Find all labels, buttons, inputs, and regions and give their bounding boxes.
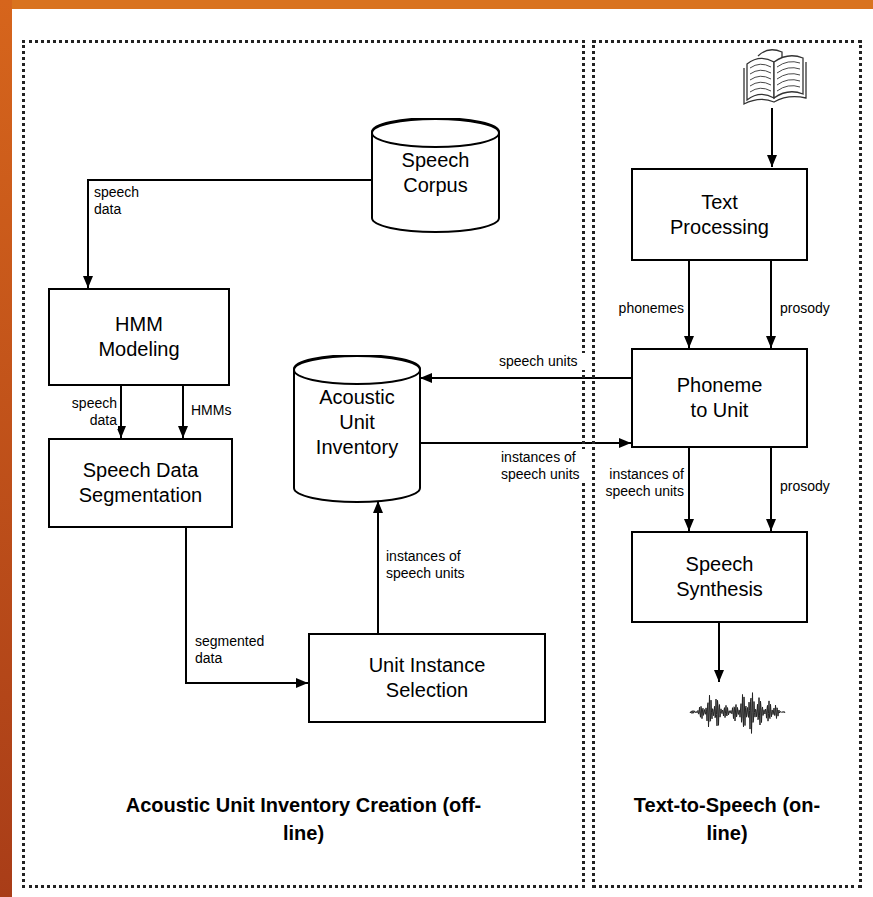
node-label: Acoustic Unit Inventory	[299, 385, 415, 460]
cylinder-body	[294, 355, 420, 502]
flow-arrow	[770, 261, 772, 348]
slide-frame-left	[0, 0, 12, 897]
edge-label: prosody	[779, 300, 851, 317]
node-label: Speech Synthesis	[665, 552, 775, 602]
flow-arrow	[420, 442, 631, 444]
node-label: HMM Modeling	[79, 312, 199, 362]
region-panel: Text ProcessingPhoneme to UnitSpeech Syn…	[592, 40, 862, 888]
node-label: Speech Corpus	[386, 148, 486, 198]
edge-label: speech data	[54, 395, 118, 429]
process-box: HMM Modeling	[48, 288, 230, 386]
cylinder-top	[372, 119, 499, 147]
flow-arrow	[182, 386, 184, 438]
edge-label: HMMs	[190, 402, 252, 419]
slide-frame-top	[0, 0, 873, 9]
cylinder-top	[294, 356, 420, 384]
flow-arrow	[120, 386, 122, 438]
edge-label: instances of speech units	[500, 449, 587, 483]
flow-arrow	[420, 377, 631, 379]
flow-arrow	[377, 501, 379, 633]
edge-label: speech data	[93, 184, 155, 218]
edge-label: instances of speech units	[597, 466, 685, 500]
process-box: Speech Synthesis	[631, 531, 808, 623]
flow-arrow	[88, 180, 372, 288]
edge-label: prosody	[779, 478, 851, 495]
edge-label: instances of speech units	[385, 548, 487, 582]
node-label: Unit Instance Selection	[357, 653, 497, 703]
region-heading: Acoustic Unit Inventory Creation (off-li…	[114, 791, 494, 847]
node-label: Speech Data Segmentation	[66, 458, 216, 508]
database-cylinder: Speech Corpus	[371, 118, 500, 233]
input-arrow	[771, 108, 773, 167]
node-label: Text Processing	[665, 190, 775, 240]
process-box: Speech Data Segmentation	[48, 438, 233, 528]
edge-label: segmented data	[194, 633, 296, 667]
cylinder-body	[372, 118, 499, 232]
edge-label: phonemes	[597, 300, 685, 317]
book-icon	[744, 50, 806, 104]
process-box: Text Processing	[631, 168, 808, 261]
process-box: Unit Instance Selection	[308, 633, 546, 723]
process-box: Phoneme to Unit	[631, 348, 808, 448]
database-cylinder: Acoustic Unit Inventory	[293, 355, 421, 503]
output-arrow	[718, 623, 720, 682]
flow-arrow	[688, 448, 690, 531]
node-label: Phoneme to Unit	[670, 373, 770, 423]
flow-arrow	[770, 448, 772, 531]
flow-arrow	[186, 528, 308, 683]
edge-label: speech units	[498, 353, 585, 370]
region-heading: Text-to-Speech (on-line)	[632, 791, 822, 847]
waveform-icon	[690, 693, 785, 734]
flow-arrow	[688, 261, 690, 348]
